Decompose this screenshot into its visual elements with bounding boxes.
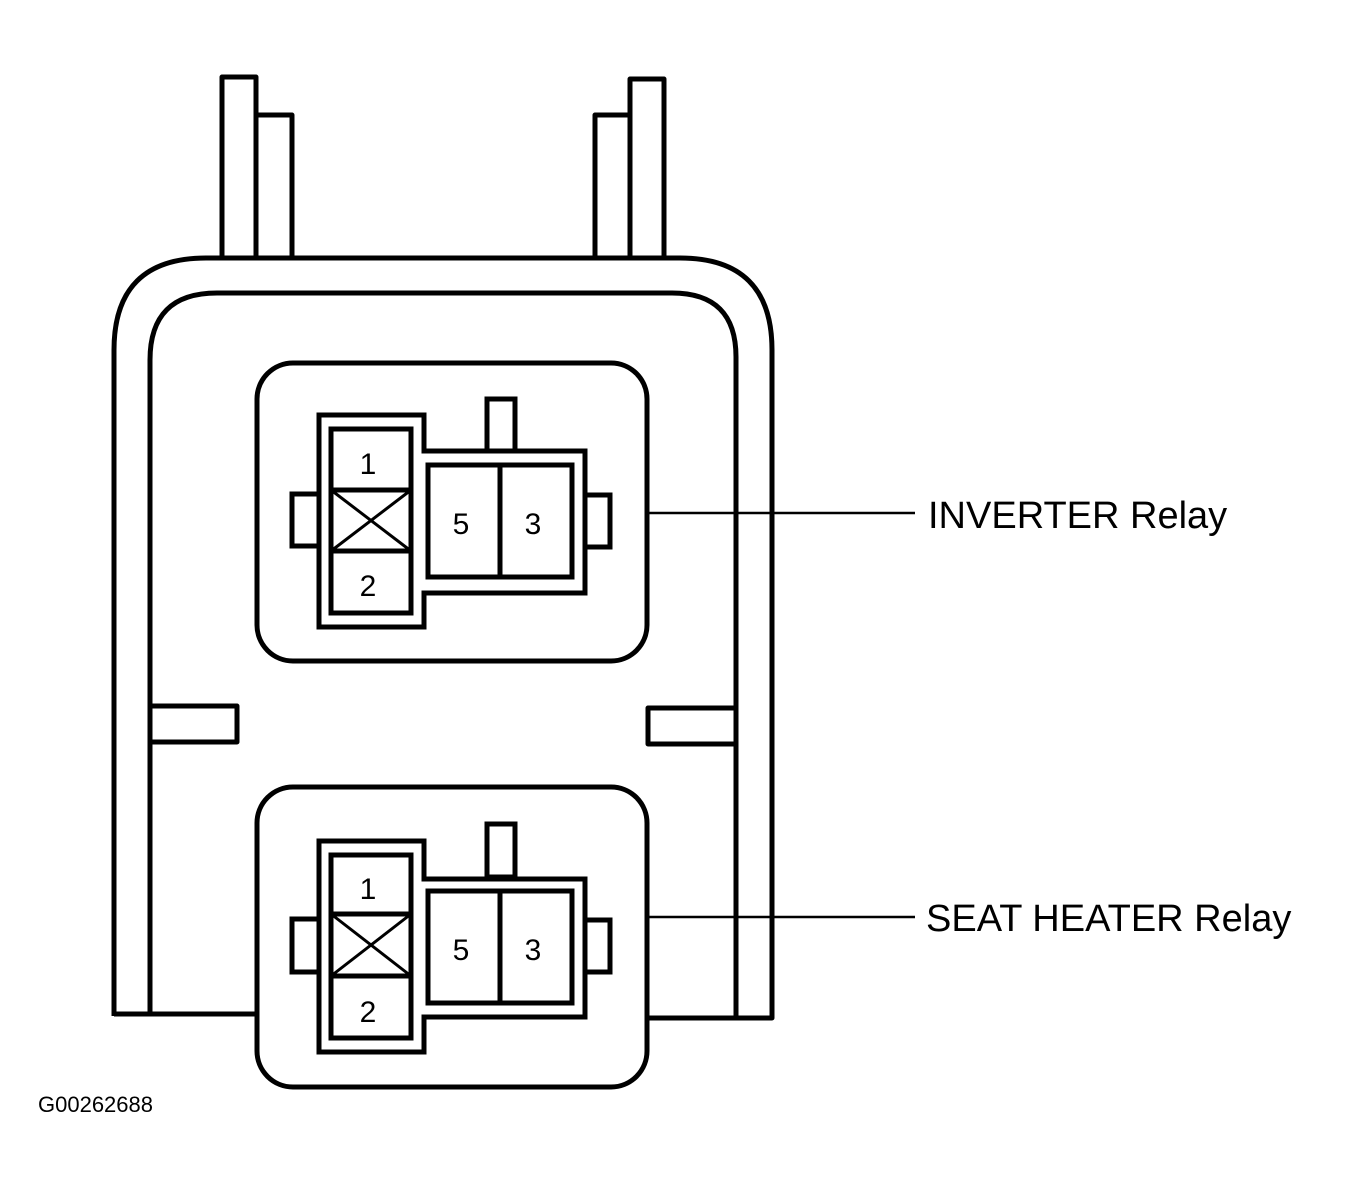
- pin-1-label: 1: [360, 873, 377, 906]
- terminal-cavity-outline: [316, 412, 588, 630]
- inverter-relay-label: INVERTER Relay: [928, 495, 1227, 537]
- figure-id: G00262688: [38, 1092, 153, 1117]
- relay-block-inner-rim: [147, 290, 739, 1018]
- socket-frame: [254, 784, 650, 1090]
- inverter-pin-labels: 1 2 5 3: [360, 448, 542, 603]
- pin-2-label: 2: [360, 570, 377, 603]
- pin-5-label: 5: [453, 508, 470, 541]
- pin-2-label: 2: [360, 996, 377, 1029]
- terminal-cavity-left-inner: [328, 426, 414, 616]
- left-mounting-tab: [219, 74, 295, 258]
- socket-frame: [254, 360, 650, 664]
- terminal-cavity-outline: [316, 838, 588, 1055]
- pin-3-label: 3: [525, 934, 542, 967]
- left-key-tab: [289, 916, 322, 975]
- right-mounting-tab: [592, 76, 667, 258]
- unused-cavity-cross: [330, 912, 412, 978]
- relay-socket-inverter: [254, 360, 650, 664]
- pin-1-label: 1: [360, 448, 377, 481]
- left-latch-slot: [147, 703, 240, 745]
- seat-heater-relay-label: SEAT HEATER Relay: [926, 898, 1291, 940]
- relay-block-outer-housing: [111, 255, 775, 1021]
- left-key-tab: [289, 491, 322, 549]
- unused-cavity-cross: [330, 488, 412, 553]
- seat-heater-pin-labels: 1 2 5 3: [360, 873, 542, 1029]
- top-key-tab: [484, 396, 518, 454]
- pin-5-label: 5: [453, 934, 470, 967]
- terminal-cavity-left-inner: [328, 852, 414, 1041]
- top-key-tab: [484, 821, 518, 880]
- relay-socket-seat-heater: [254, 784, 650, 1090]
- right-latch-slot: [645, 705, 739, 747]
- right-key-tab: [582, 492, 613, 550]
- pin-3-label: 3: [525, 508, 542, 541]
- right-key-tab: [582, 917, 613, 975]
